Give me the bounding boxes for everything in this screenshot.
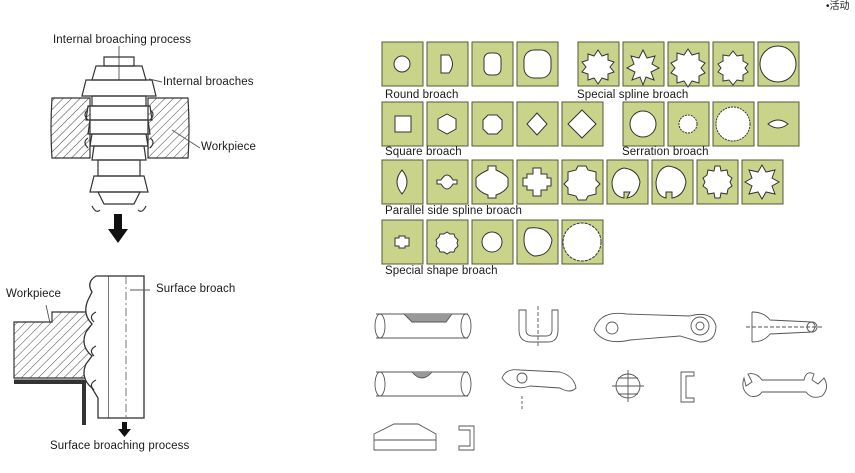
disc-with-crosshair-icon — [612, 370, 644, 402]
wrench-icon — [742, 372, 827, 398]
leader-internal-broaches — [148, 78, 163, 83]
shape-circle-2-key — [436, 174, 458, 190]
shape-spline-star-10b — [717, 50, 749, 86]
shape-spline-circle-fine — [759, 45, 797, 83]
internal-broach-tool — [81, 56, 157, 212]
shape-lens-vertical — [396, 169, 408, 195]
shaft-with-groove-icon — [374, 313, 472, 339]
surface-broach-tool — [83, 275, 145, 419]
shape-spline-1-key — [611, 167, 641, 199]
shape-special-cross — [394, 235, 410, 249]
surface-process-title: Surface broaching process — [50, 440, 190, 452]
shape-serration-lens — [767, 119, 789, 129]
parallel-side-spline-group — [381, 159, 784, 205]
caption-parallel-side-spline-broach: Parallel side spline broach — [385, 205, 522, 217]
plate-part-icon — [373, 423, 437, 451]
workpiece-label-top: Workpiece — [201, 141, 257, 153]
internal-process-title: Internal broaching process — [53, 34, 192, 46]
round-broach-group — [381, 41, 559, 87]
connecting-rod-icon — [593, 312, 717, 343]
shape-square — [394, 115, 412, 133]
surface-workpiece — [13, 311, 93, 425]
shape-serration-large — [715, 106, 751, 142]
shape-rounded-rect — [483, 52, 502, 76]
shape-spline-star-12 — [581, 49, 615, 85]
small-down-arrow-icon — [118, 422, 131, 437]
special-shape-group — [381, 219, 604, 265]
shape-special-rough-circle — [562, 222, 602, 262]
shape-spline-1-key-b — [655, 165, 687, 199]
shape-serration-small — [678, 114, 698, 134]
internal-workpiece — [50, 97, 190, 159]
shape-spline-4-key — [475, 165, 509, 199]
parts-sketches — [373, 306, 827, 451]
special-spline-group — [577, 41, 800, 88]
caption-serration-broach: Serration broach — [622, 146, 709, 158]
leader-workpiece-bottom — [45, 304, 51, 324]
shape-spline-4-cross — [522, 167, 552, 197]
down-arrow-icon — [108, 214, 128, 243]
shape-serration-circle — [629, 110, 657, 138]
fork-part-icon — [518, 306, 559, 346]
corner-text: •活动 — [826, 1, 850, 12]
workpiece-label-bottom: Workpiece — [6, 288, 62, 300]
shape-spline-6-key — [563, 165, 601, 201]
caption-round-broach: Round broach — [385, 89, 459, 101]
caption-special-spline-broach: Special spline broach — [577, 89, 689, 101]
shape-spline-star-8 — [625, 48, 661, 87]
shape-circle-small — [393, 55, 411, 73]
shape-octagon — [482, 114, 503, 135]
shape-diamond — [526, 112, 548, 136]
shape-spline-star-10 — [670, 48, 706, 88]
shape-spline-6-star — [743, 163, 781, 201]
serration-broach-group — [622, 101, 800, 147]
shape-rounded-square — [523, 49, 552, 79]
caption-special-shape-broach: Special shape broach — [385, 265, 498, 277]
small-bracket-icon — [458, 425, 475, 451]
surface-broach-label: Surface broach — [156, 283, 236, 295]
shape-special-circle — [481, 231, 503, 253]
leader-workpiece-top — [171, 129, 201, 149]
yoke-part-icon — [746, 311, 822, 343]
shape-diamond-large — [567, 109, 597, 139]
shape-d — [440, 54, 453, 74]
shaft-with-notch-icon — [374, 371, 472, 397]
caption-square-broach: Square broach — [385, 146, 462, 158]
shape-special-gear — [435, 231, 459, 255]
bracket-part-icon — [680, 371, 695, 403]
shape-spline-8-key — [702, 165, 733, 199]
shape-special-blob — [523, 227, 553, 257]
square-broach-group — [381, 101, 604, 147]
shape-hexagon — [437, 113, 457, 135]
rocker-arm-icon — [501, 369, 577, 410]
internal-broaches-label: Internal broaches — [163, 76, 254, 88]
